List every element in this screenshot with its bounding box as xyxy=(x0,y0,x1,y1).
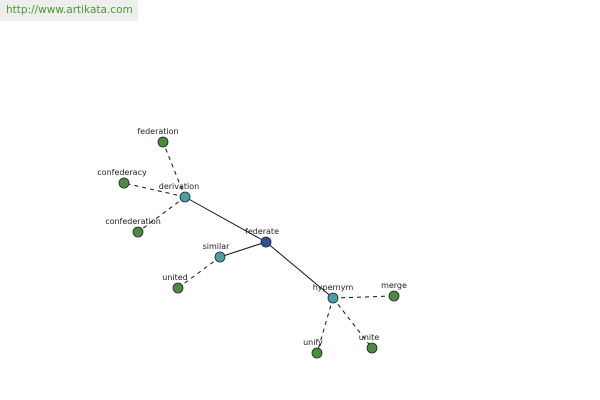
node-similar[interactable] xyxy=(214,251,226,263)
node-label-unite: unite xyxy=(359,333,380,342)
edge-derivation-federation xyxy=(162,141,186,198)
node-label-derivation: derivation xyxy=(159,182,199,191)
edge-hypernym-unite xyxy=(332,297,373,349)
node-derivation[interactable] xyxy=(179,191,191,203)
node-confederation[interactable] xyxy=(132,226,144,238)
edge-derivation-confederation xyxy=(137,196,186,233)
edge-hypernym-merge xyxy=(332,295,395,299)
node-label-confederacy: confederacy xyxy=(97,168,147,177)
node-federation[interactable] xyxy=(157,136,169,148)
edge-derivation-confederacy xyxy=(123,182,186,198)
node-label-confederation: confederation xyxy=(105,217,161,226)
node-unify[interactable] xyxy=(311,347,323,359)
edge-federate-similar xyxy=(219,241,267,258)
site-url-link[interactable]: http://www.artikata.com xyxy=(0,0,138,21)
edges-layer xyxy=(123,141,395,354)
node-label-similar: similar xyxy=(203,242,231,251)
edge-similar-united xyxy=(177,256,221,289)
edge-hypernym-unify xyxy=(316,297,334,354)
node-label-unify: unify xyxy=(303,338,323,347)
node-label-federation: federation xyxy=(137,127,178,136)
node-unite[interactable] xyxy=(366,342,378,354)
edge-federate-hypernym xyxy=(265,241,334,299)
labels-layer: federate derivation similar hypernym federat… xyxy=(97,127,407,347)
nodes-layer xyxy=(118,136,400,359)
node-united[interactable] xyxy=(172,282,184,294)
node-hypernym[interactable] xyxy=(327,292,339,304)
node-label-united: united xyxy=(162,273,188,282)
node-label-merge: merge xyxy=(381,281,407,290)
node-label-hypernym: hypernym xyxy=(313,283,354,292)
edge-federate-derivation xyxy=(184,196,267,243)
node-merge[interactable] xyxy=(388,290,400,302)
node-label-federate: federate xyxy=(245,227,279,236)
node-confederacy[interactable] xyxy=(118,177,130,189)
node-federate[interactable] xyxy=(260,236,272,248)
